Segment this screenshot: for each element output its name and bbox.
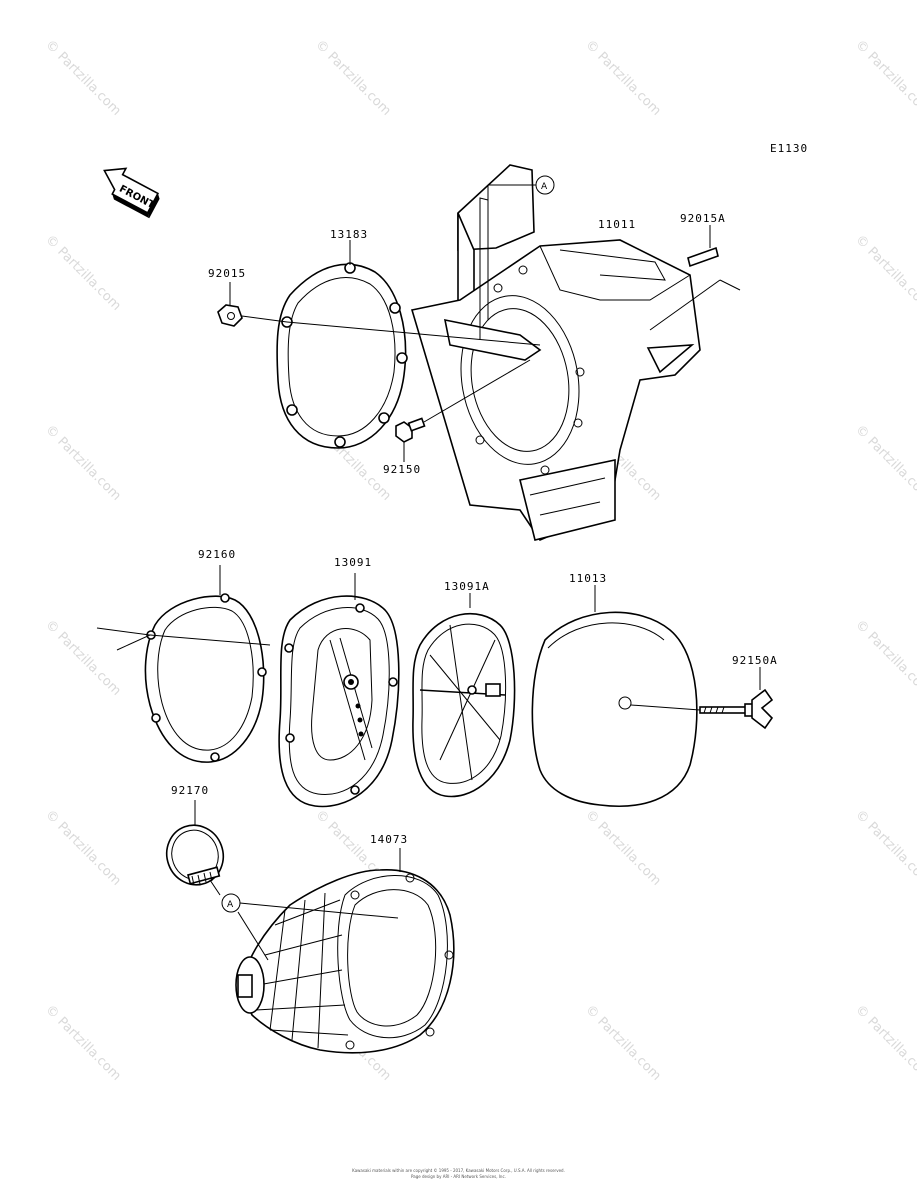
label-11011: 11011	[598, 218, 636, 231]
front-arrow-icon: FRONT	[103, 167, 160, 219]
footer-copyright: Kawasaki materials within are copyright …	[352, 1168, 565, 1173]
part-92170-clamp	[165, 824, 225, 886]
part-92160-gasket	[144, 593, 267, 763]
watermark: © Partzilla.com	[312, 37, 394, 119]
label-13183: 13183	[330, 228, 368, 241]
part-13091a-frame	[412, 612, 516, 798]
label-13091: 13091	[334, 556, 372, 569]
watermark: © Partzilla.com	[42, 1002, 124, 1084]
label-92150: 92150	[383, 463, 421, 476]
watermark: © Partzilla.com	[42, 232, 124, 314]
watermark: © Partzilla.com	[582, 807, 664, 889]
part-14073-duct	[235, 869, 455, 1054]
label-92150a: 92150A	[732, 654, 778, 667]
part-13183-gasket	[276, 262, 408, 449]
part-92150a-wingbolt	[699, 688, 774, 730]
watermark: © Partzilla.com	[852, 37, 917, 119]
watermark: © Partzilla.com	[852, 232, 917, 314]
part-13091-holder	[278, 595, 400, 808]
watermark: © Partzilla.com	[42, 422, 124, 504]
label-92170: 92170	[171, 784, 209, 797]
air-cleaner-housing	[410, 164, 701, 541]
watermark: © Partzilla.com	[582, 1002, 664, 1084]
svg-text:A: A	[227, 900, 234, 910]
label-14073: 14073	[370, 833, 408, 846]
label-92160: 92160	[198, 548, 236, 561]
ref-marker-a: A	[535, 175, 555, 195]
label-92015a: 92015A	[680, 212, 726, 225]
part-92015-nut	[217, 304, 243, 327]
label-92015: 92015	[208, 267, 246, 280]
watermark: © Partzilla.com	[852, 1002, 917, 1084]
part-92015a	[687, 246, 719, 268]
watermark: © Partzilla.com	[42, 807, 124, 889]
diagram-code: E1130	[770, 142, 808, 155]
watermark: © Partzilla.com	[852, 422, 917, 504]
footer-credit: Page design by ARI - ARI Network Service…	[411, 1174, 506, 1179]
svg-text:A: A	[541, 182, 548, 192]
watermark: © Partzilla.com	[582, 37, 664, 119]
watermark: © Partzilla.com	[42, 37, 124, 119]
watermark: © Partzilla.com	[852, 807, 917, 889]
label-11013: 11013	[569, 572, 607, 585]
label-13091a: 13091A	[444, 580, 490, 593]
part-11013-filter	[531, 611, 698, 807]
ref-marker-a-lower: A	[221, 893, 241, 913]
part-92150-bolt	[395, 417, 426, 443]
watermark: © Partzilla.com	[852, 617, 917, 699]
